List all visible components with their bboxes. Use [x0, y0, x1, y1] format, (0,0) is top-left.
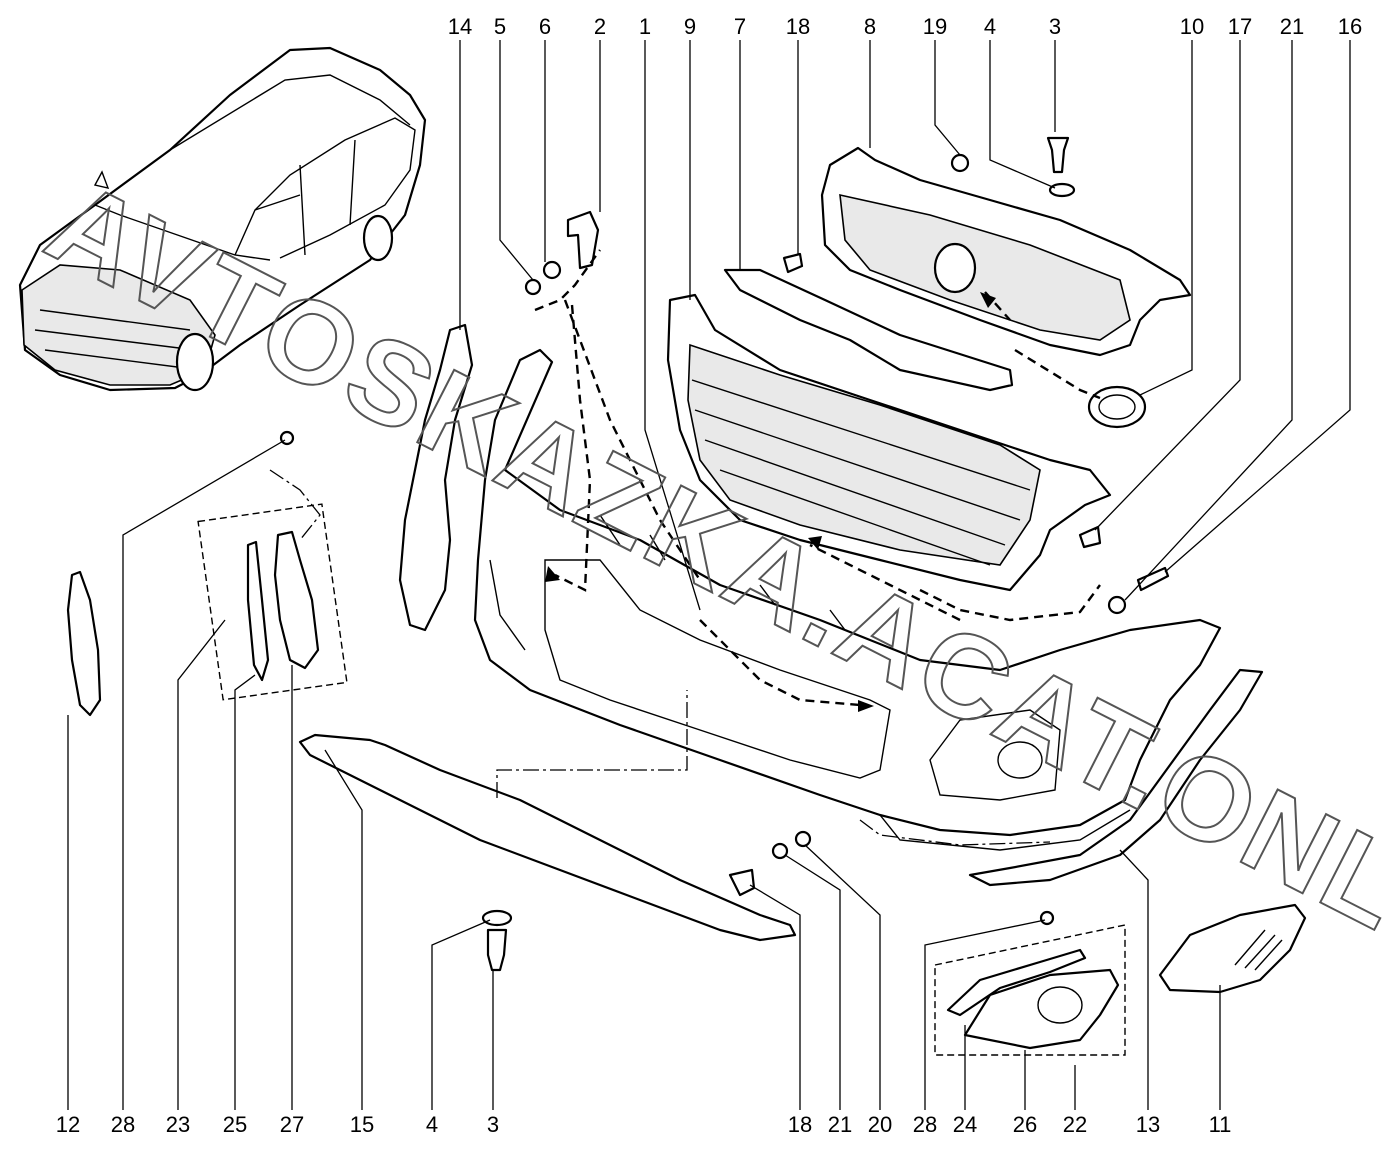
dashdot-lines [269, 469, 1051, 846]
callout-20: 20 [868, 1112, 892, 1137]
callout-4: 4 [984, 14, 996, 39]
foglight-frame [963, 968, 1120, 1050]
callout-21-bottom: 21 [828, 1112, 852, 1137]
callout-24: 24 [953, 1112, 977, 1137]
callout-14: 14 [448, 14, 472, 39]
callout-5: 5 [494, 14, 506, 39]
callout-10: 10 [1180, 14, 1204, 39]
callout-6: 6 [539, 14, 551, 39]
callout-13: 13 [1136, 1112, 1160, 1137]
lower-grille [666, 293, 1112, 592]
callout-1: 1 [639, 14, 651, 39]
callout-17: 17 [1228, 14, 1252, 39]
callout-9: 9 [684, 14, 696, 39]
reflector-housing [273, 530, 320, 670]
callout-2: 2 [594, 14, 606, 39]
reflector-group-frame [197, 503, 348, 701]
callouts-bottom: 12 28 23 25 27 15 4 3 18 21 20 28 24 26 … [56, 1112, 1232, 1137]
fasteners [279, 136, 1170, 972]
callout-18: 18 [786, 14, 810, 39]
side-marker-left [66, 570, 102, 717]
callout-28: 28 [111, 1112, 135, 1137]
callout-21: 21 [1280, 14, 1304, 39]
fog-light-bezel [1158, 903, 1307, 994]
foglight-trim [946, 948, 1087, 1017]
callout-19: 19 [923, 14, 947, 39]
callout-23: 23 [166, 1112, 190, 1137]
callouts-top: 14 5 6 2 1 9 7 18 8 19 4 3 10 17 21 16 [448, 14, 1362, 39]
callout-8: 8 [864, 14, 876, 39]
callout-26: 26 [1013, 1112, 1037, 1137]
callout-27: 27 [280, 1112, 304, 1137]
leader-lines [67, 40, 1351, 1110]
callout-22: 22 [1063, 1112, 1087, 1137]
lower-spoiler [298, 733, 797, 942]
reflector-strip [246, 540, 270, 682]
grille-moulding [723, 268, 1014, 392]
assembly-arrows [534, 249, 1101, 712]
callout-25: 25 [223, 1112, 247, 1137]
callout-7: 7 [734, 14, 746, 39]
callout-4-bottom: 4 [426, 1112, 438, 1137]
bracket-2 [566, 210, 600, 270]
car-overview [18, 46, 427, 392]
bumper-side-bracket [398, 323, 474, 632]
callout-18-bottom: 18 [788, 1112, 812, 1137]
callout-3-bottom: 3 [487, 1112, 499, 1137]
callout-28-bottom: 28 [913, 1112, 937, 1137]
bumper-trim-right [968, 668, 1264, 887]
callout-15: 15 [350, 1112, 374, 1137]
callout-12: 12 [56, 1112, 80, 1137]
emblem [1087, 385, 1147, 429]
callout-16: 16 [1338, 14, 1362, 39]
callout-11: 11 [1209, 1112, 1232, 1137]
front-bumper [473, 348, 1222, 851]
callout-3: 3 [1049, 14, 1061, 39]
foglight-group-frame [934, 924, 1126, 1056]
upper-grille [820, 146, 1192, 357]
